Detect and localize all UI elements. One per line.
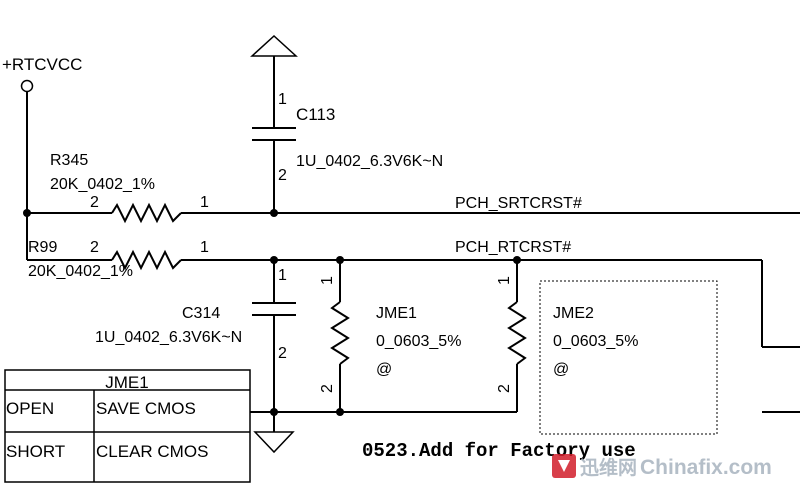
r99-ref: R99 [28, 239, 57, 256]
c113-pin2: 2 [278, 167, 287, 184]
jme1-pin2: 2 [319, 384, 336, 393]
c113-value: 1U_0402_6.3V6K~N [296, 153, 443, 170]
jumper-table-title: JME1 [105, 373, 148, 392]
jme1-mark: @ [376, 361, 392, 378]
table-cell: OPEN [6, 399, 54, 418]
jme2-value: 0_0603_5% [553, 333, 638, 350]
power-net-label: +RTCVCC [2, 55, 82, 74]
c314-pin1: 1 [278, 267, 287, 284]
jme1-resistor [330, 301, 350, 365]
jme2-ref: JME2 [553, 305, 594, 322]
junction-dot [336, 408, 344, 416]
r345-value: 20K_0402_1% [50, 176, 155, 193]
jme2-pin1: 1 [496, 276, 513, 285]
srtcrst-net-label: PCH_SRTCRST# [455, 195, 582, 212]
r99-value: 20K_0402_1% [28, 263, 133, 280]
c113-pin1: 1 [278, 91, 287, 108]
jme2-dashed-box [539, 280, 718, 435]
table-cell: SAVE CMOS [96, 399, 196, 418]
c314-ref: C314 [182, 305, 220, 322]
junction-dot [270, 408, 278, 416]
power-arrow-icon [250, 34, 298, 57]
watermark: 迅维网 Chinafix.com [552, 454, 772, 479]
jme1-pin1: 1 [319, 276, 336, 285]
junction-dot [270, 209, 278, 217]
power-pin-circle [20, 79, 34, 93]
rtcrst-net-label: PCH_RTCRST# [455, 239, 571, 256]
jme2-pin2: 2 [496, 384, 513, 393]
watermark-en: Chinafix.com [640, 456, 772, 479]
r345-pin1: 1 [200, 194, 209, 211]
r345-pin2: 2 [90, 194, 99, 211]
r99-pin2: 2 [90, 239, 99, 256]
r99-pin1: 1 [200, 239, 209, 256]
jme2-mark: @ [553, 361, 569, 378]
c314-value: 1U_0402_6.3V6K~N [95, 329, 242, 346]
jme1-ref: JME1 [376, 305, 417, 322]
jme1-value: 0_0603_5% [376, 333, 461, 350]
jme2-resistor [507, 301, 527, 365]
junction-dot [23, 209, 31, 217]
r99-resistor [111, 249, 182, 271]
jumper-table [4, 369, 251, 483]
ground-icon [253, 431, 295, 454]
c113-ref: C113 [296, 105, 335, 124]
watermark-logo-mark [558, 460, 570, 472]
r345-resistor [111, 202, 182, 224]
watermark-cn: 迅维网 [580, 456, 637, 479]
table-cell: CLEAR CMOS [96, 442, 208, 461]
c314-pin2: 2 [278, 345, 287, 362]
r345-ref: R345 [50, 152, 88, 169]
table-cell: SHORT [6, 442, 65, 461]
